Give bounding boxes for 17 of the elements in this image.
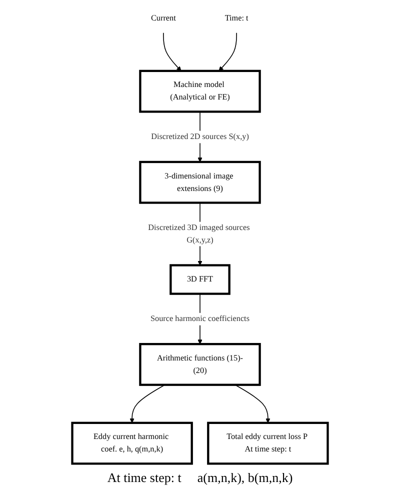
node-box: Machine model (Analytical or FE) xyxy=(139,70,261,113)
node-box: Arithmetic functions (15)-(20) xyxy=(139,342,261,386)
node-box: 3-dimensional image extensions (9) xyxy=(139,160,261,204)
arrow xyxy=(130,384,166,424)
node-text: Current xyxy=(150,14,176,23)
node-text: Time: t xyxy=(224,14,248,23)
arrow xyxy=(234,384,270,424)
note-text: a(m,n,k), b(m,n,k) xyxy=(197,470,293,486)
arrow xyxy=(163,32,182,72)
node-box: 3D FFT xyxy=(170,264,230,295)
edge-label: Source harmonic coefficiencts xyxy=(150,314,250,324)
edge-label: Discretized 2D sources S(x,y) xyxy=(151,132,249,142)
node-box: Total eddy current loss P At time step: t xyxy=(207,422,329,465)
node-box: Eddy current harmonic coef. e, h, q(m,n,k) xyxy=(71,422,193,465)
note-text: At time step: t xyxy=(107,470,182,486)
arrow xyxy=(218,32,237,72)
edge-label: Discretized 3D imaged sources G(x,y,z) xyxy=(148,223,250,244)
